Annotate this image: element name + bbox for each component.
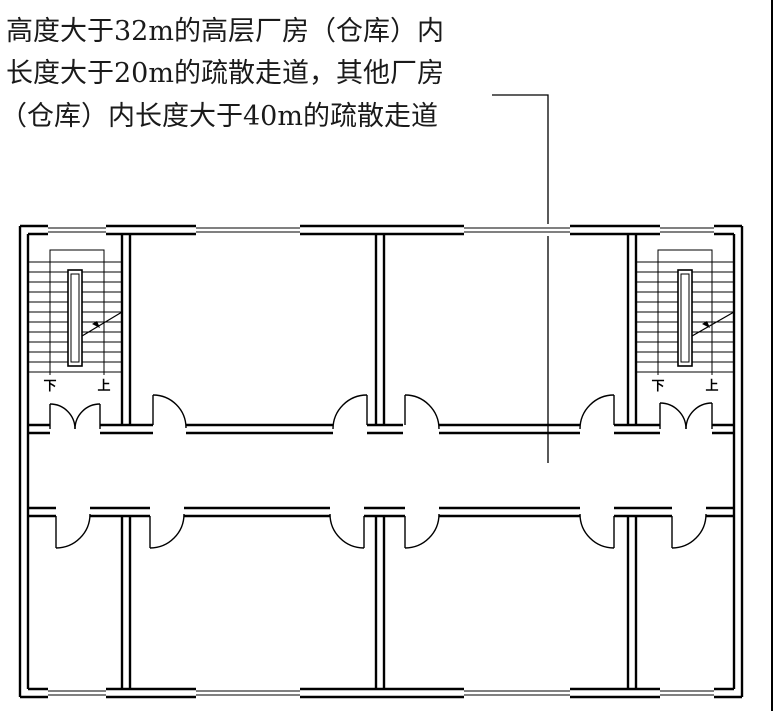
windows [48, 224, 714, 699]
left-stair [27, 249, 123, 375]
right-stair [635, 249, 735, 375]
building-walls [18, 224, 744, 699]
left-stair-up-label: 上 [97, 379, 110, 394]
doors [49, 394, 713, 549]
annotation-line-3: （仓库）内长度大于40m的疏散走道 [0, 101, 438, 132]
annotation-line-1: 高度大于32m的高层厂房（仓库）内 [6, 16, 444, 47]
right-stair-down-label: 下 [651, 379, 664, 394]
annotation-line-2: 长度大于20m的疏散走道，其他厂房 [6, 58, 444, 89]
right-stair-up-label: 上 [705, 379, 718, 394]
left-stair-down-label: 下 [43, 379, 56, 394]
annotation-leader-line [492, 94, 549, 463]
